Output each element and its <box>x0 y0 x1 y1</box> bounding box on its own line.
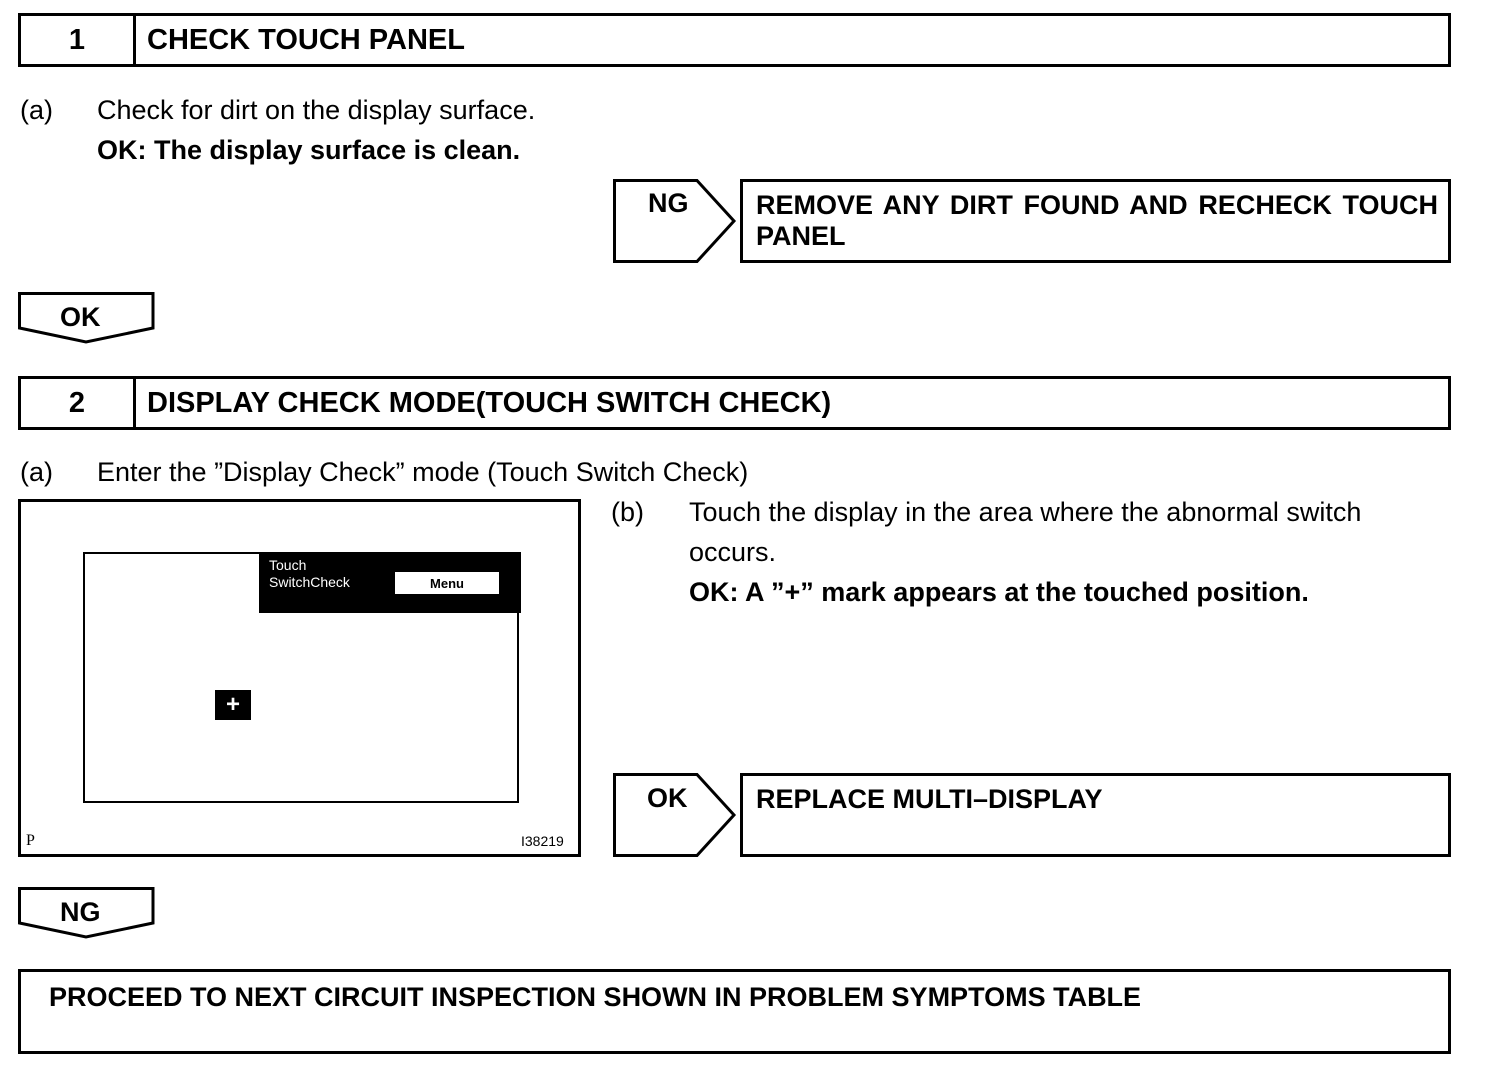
display-screen: Touch SwitchCheck Menu + <box>83 552 521 803</box>
step-1-ok-criterion: OK: The display surface is clean. <box>97 135 521 165</box>
ng-label: NG <box>60 897 101 927</box>
ok-label: OK <box>647 783 688 813</box>
ok-result-text: REPLACE MULTI–DISPLAY <box>756 784 1103 814</box>
step-2-item-a-marker: (a) <box>20 457 53 487</box>
step-2-item-b-marker: (b) <box>611 497 644 527</box>
arrow-down-icon <box>18 887 155 939</box>
menu-button[interactable]: Menu <box>395 572 499 594</box>
arrow-right-icon <box>613 773 737 857</box>
arrow-down-icon <box>18 292 155 344</box>
step-1-item-a-marker: (a) <box>20 95 53 125</box>
screen-header-title-line2: SwitchCheck <box>269 574 350 590</box>
screen-header-title-line1: Touch <box>269 557 307 573</box>
step-2-item-b-text-line1: Touch the display in the area where the … <box>689 497 1362 527</box>
screen-header-bar: Touch SwitchCheck Menu <box>259 552 521 613</box>
step-1-item-a-text: Check for dirt on the display surface. <box>97 95 536 125</box>
ng-label: NG <box>648 188 689 218</box>
figure-frame: Touch SwitchCheck Menu + P I38219 <box>18 499 581 857</box>
step-2-ok-criterion: OK: A ”+” mark appears at the touched po… <box>689 577 1309 607</box>
menu-button-label: Menu <box>430 575 464 591</box>
figure-id: I38219 <box>521 833 564 849</box>
final-action-box: PROCEED TO NEXT CIRCUIT INSPECTION SHOWN… <box>18 969 1451 1054</box>
plus-mark: + <box>225 691 240 718</box>
ok-result-box: REPLACE MULTI–DISPLAY <box>740 773 1451 857</box>
step-title: DISPLAY CHECK MODE(TOUCH SWITCH CHECK) <box>147 386 832 419</box>
step-number: 2 <box>21 379 136 427</box>
step-2-item-a-text: Enter the ”Display Check” mode (Touch Sw… <box>97 457 749 487</box>
ok-label: OK <box>60 302 101 332</box>
final-action-text: PROCEED TO NEXT CIRCUIT INSPECTION SHOWN… <box>49 982 1142 1012</box>
step-2-item-b-text-line2: occurs. <box>689 537 777 567</box>
step-2-header: 2 DISPLAY CHECK MODE(TOUCH SWITCH CHECK) <box>18 376 1451 430</box>
ng-result-box: REMOVE ANY DIRT FOUND AND RECHECK TOUCH … <box>740 179 1451 263</box>
arrow-right-icon <box>613 179 737 263</box>
ng-result-text: REMOVE ANY DIRT FOUND AND RECHECK TOUCH … <box>756 190 1438 251</box>
plus-icon: + <box>215 690 251 720</box>
figure-corner-label: P <box>26 832 35 849</box>
step-number: 1 <box>21 16 136 64</box>
step-1-header: 1 CHECK TOUCH PANEL <box>18 13 1451 67</box>
step-title: CHECK TOUCH PANEL <box>147 23 465 56</box>
